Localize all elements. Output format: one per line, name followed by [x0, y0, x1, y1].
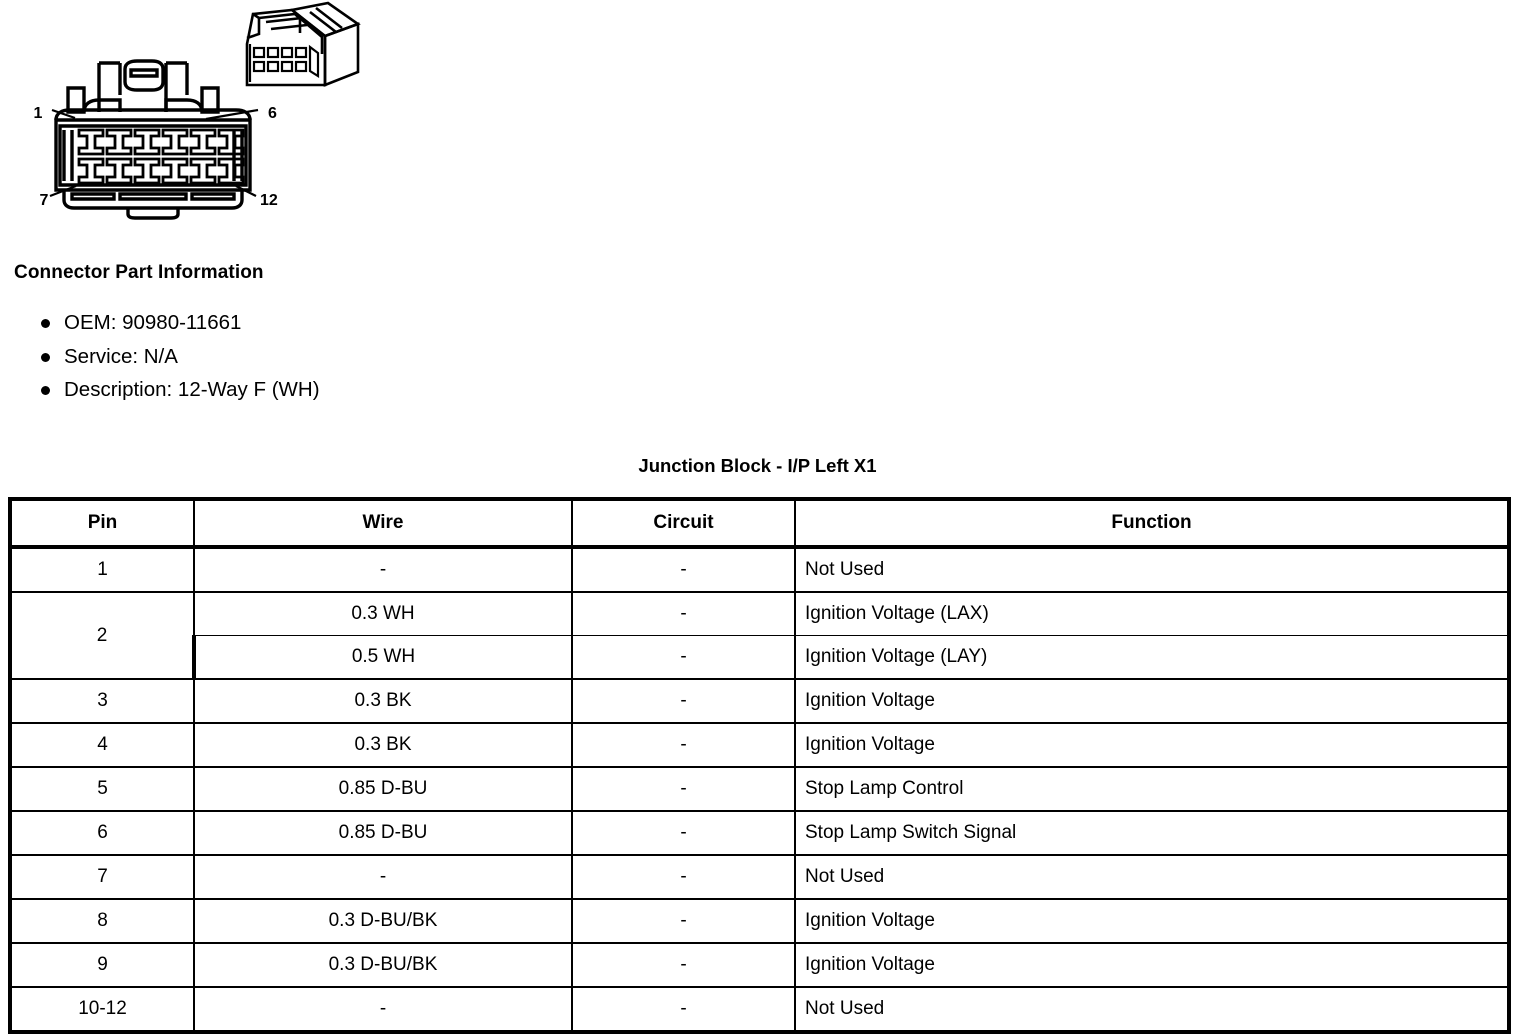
- cell-circuit: -: [571, 722, 796, 768]
- part-info-list: OEM: 90980-11661 Service: N/A Descriptio…: [14, 306, 614, 407]
- pinout-table-title: Junction Block - I/P Left X1: [638, 455, 877, 476]
- table-row: 6 0.85 D-BU - Stop Lamp Switch Signal: [8, 810, 1511, 856]
- cell-function: Stop Lamp Switch Signal: [794, 810, 1511, 856]
- table-row: 2 0.3 WH - Ignition Voltage (LAX): [8, 591, 1511, 680]
- list-item: OEM: 90980-11661: [14, 306, 614, 340]
- cell-pin: 5: [8, 766, 195, 812]
- cell-pin: 10-12: [8, 986, 195, 1034]
- cell-circuit: -: [571, 546, 796, 593]
- column-header-function: Function: [794, 497, 1511, 549]
- pin-leader-lines: [49, 108, 259, 198]
- table-row: 3 0.3 BK - Ignition Voltage: [8, 678, 1511, 724]
- part-info-oem: OEM: 90980-11661: [64, 311, 242, 334]
- isometric-cavity-grid: [248, 44, 320, 82]
- column-header-pin: Pin: [8, 497, 195, 549]
- table-row: 1 - - Not Used: [8, 546, 1511, 593]
- cell-function: Not Used: [794, 986, 1511, 1034]
- cell-wire: -: [193, 854, 573, 900]
- cell-circuit: -: [571, 986, 796, 1034]
- cell-circuit: -: [571, 898, 796, 944]
- table-row: 7 - - Not Used: [8, 854, 1511, 900]
- connector-isometric-view: [245, 1, 361, 87]
- cell-circuit: -: [571, 854, 796, 900]
- cell-function: Not Used: [794, 854, 1511, 900]
- bullet-icon: [41, 319, 50, 328]
- cell-wire: 0.3 D-BU/BK: [193, 898, 573, 944]
- part-info-description: Description: 12-Way F (WH): [64, 378, 320, 401]
- cell-pin: 1: [8, 546, 195, 593]
- part-info-service: Service: N/A: [64, 344, 178, 368]
- cell-function: Ignition Voltage: [794, 942, 1511, 988]
- cell-wire: 0.85 D-BU: [193, 810, 573, 856]
- cell-circuit: -: [571, 766, 796, 812]
- column-header-wire: Wire: [193, 497, 573, 549]
- pin-label-6: 6: [268, 105, 277, 122]
- cell-function: Stop Lamp Control: [794, 766, 1511, 812]
- cell-circuit: -: [571, 678, 796, 724]
- cell-pin: 9: [8, 942, 195, 988]
- table-row: 0.5 WH - Ignition Voltage (LAY): [10, 635, 1511, 680]
- table-row: 10-12 - - Not Used: [8, 986, 1511, 1034]
- pin-label-12: 12: [260, 192, 278, 209]
- cell-function: Ignition Voltage (LAX): [794, 591, 1511, 636]
- cell-wire: 0.5 WH: [192, 635, 573, 680]
- table-row: 8 0.3 D-BU/BK - Ignition Voltage: [8, 898, 1511, 944]
- cell-pin: 2: [8, 591, 195, 680]
- table-row: 5 0.85 D-BU - Stop Lamp Control: [8, 766, 1511, 812]
- cell-circuit: -: [571, 591, 796, 636]
- cell-wire: 0.3 BK: [193, 722, 573, 768]
- cell-circuit: -: [571, 635, 796, 680]
- table-header-row: Pin Wire Circuit Function: [8, 497, 1511, 549]
- cell-function: Ignition Voltage: [794, 722, 1511, 768]
- cell-function: Ignition Voltage: [794, 898, 1511, 944]
- cell-function: Ignition Voltage (LAY): [794, 635, 1511, 680]
- cell-wire: -: [193, 986, 573, 1034]
- connector-part-information: Connector Part Information OEM: 90980-11…: [14, 262, 614, 407]
- cell-pin: 7: [8, 854, 195, 900]
- connector-front-face: [66, 59, 220, 114]
- list-item: Description: 12-Way F (WH): [14, 373, 614, 407]
- column-header-circuit: Circuit: [571, 497, 796, 549]
- table-row: 4 0.3 BK - Ignition Voltage: [8, 722, 1511, 768]
- cell-circuit: -: [571, 810, 796, 856]
- cell-wire: 0.3 D-BU/BK: [193, 942, 573, 988]
- cell-wire: 0.3 WH: [193, 591, 573, 636]
- cell-wire: -: [193, 546, 573, 593]
- connector-drawing: 1 6 7 12: [34, 1, 361, 220]
- pin-label-1: 1: [34, 105, 43, 122]
- cell-pin: 6: [8, 810, 195, 856]
- bullet-icon: [41, 352, 50, 362]
- connector-illustration: 1 6 7 12: [0, 0, 400, 240]
- cell-wire: 0.3 BK: [193, 678, 573, 724]
- pinout-table: Pin Wire Circuit Function 1 - - Not Used…: [8, 497, 1511, 1034]
- cell-function: Ignition Voltage: [794, 678, 1511, 724]
- pin-label-7: 7: [40, 192, 49, 209]
- cell-wire: 0.85 D-BU: [193, 766, 573, 812]
- bullet-icon: [41, 386, 50, 395]
- part-info-heading: Connector Part Information: [14, 262, 264, 283]
- connector-cavities: [77, 128, 245, 185]
- cell-function: Not Used: [794, 546, 1511, 593]
- table-row: 9 0.3 D-BU/BK - Ignition Voltage: [8, 942, 1511, 988]
- list-item: Service: N/A: [14, 340, 614, 374]
- cell-pin: 8: [8, 898, 195, 944]
- cell-circuit: -: [571, 942, 796, 988]
- cell-pin: 4: [8, 722, 195, 768]
- cell-pin: 3: [8, 678, 195, 724]
